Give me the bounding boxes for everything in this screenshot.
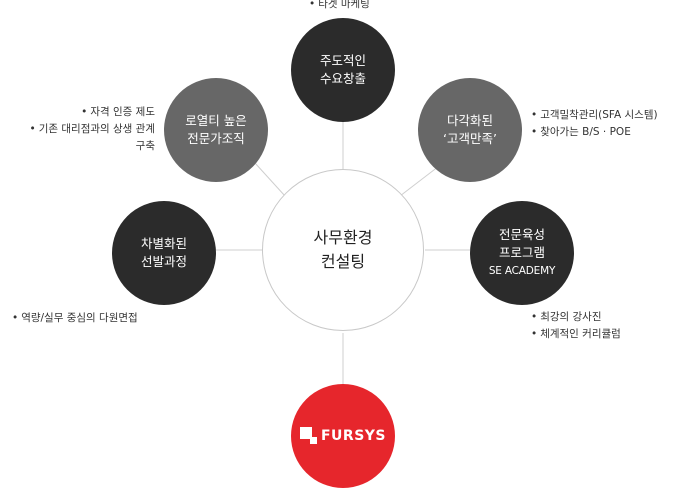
note-item: •체계적인 커리큘럼 xyxy=(531,326,621,343)
note-item: •고객밀착관리(SFA 시스템) xyxy=(531,107,658,124)
node-expert-organization-line-2: 전문가조직 xyxy=(187,131,245,146)
note-text: 타겟 마케팅 xyxy=(318,0,370,10)
bullet-icon: • xyxy=(531,311,538,323)
node-selection-process-line-2: 선발과정 xyxy=(140,254,187,269)
note-item: •찾아가는 B/S · POE xyxy=(531,124,658,141)
note-text: 최강의 강사진 xyxy=(540,311,602,323)
node-demand-creation-line-2: 수요창출 xyxy=(319,71,366,86)
notes-customer-satisfaction: •고객밀착관리(SFA 시스템) •찾아가는 B/S · POE xyxy=(531,107,658,141)
bullet-icon: • xyxy=(81,106,88,118)
node-demand-creation: 주도적인 수요창출 xyxy=(291,18,395,122)
node-training-program: 전문육성 프로그램 SE ACADEMY xyxy=(470,201,574,305)
notes-selection-process: •역량/실무 중심의 다원면접 xyxy=(12,310,138,327)
note-item: •타겟 마케팅 xyxy=(309,0,370,13)
node-training-program-line-2: 프로그램 xyxy=(498,245,545,260)
note-text: 고객밀착관리(SFA 시스템) xyxy=(540,109,658,121)
center-line-2: 컨설팅 xyxy=(320,252,366,271)
note-item-continued: 구축 xyxy=(135,140,155,152)
fursys-logo-text: FURSYS xyxy=(320,428,386,444)
bullet-icon: • xyxy=(12,312,19,324)
note-item: •최강의 강사진 xyxy=(531,309,621,326)
bullet-icon: • xyxy=(531,109,538,121)
fursys-logo: FURSYS xyxy=(299,427,386,445)
node-selection-process: 차별화된 선발과정 xyxy=(112,201,216,305)
node-expert-organization-line-1: 로열티 높은 xyxy=(185,113,247,128)
note-item: •역량/실무 중심의 다원면접 xyxy=(12,310,138,327)
note-item: •자격 인증 제도 xyxy=(30,104,155,121)
note-item: •기존 대리점과의 상생 관계 xyxy=(30,121,155,138)
center-line-1: 사무환경 xyxy=(313,228,373,247)
node-training-program-line-1: 전문육성 xyxy=(498,227,545,242)
note-text: 찾아가는 B/S · POE xyxy=(540,126,631,138)
node-customer-satisfaction-line-1: 다각화된 xyxy=(446,113,493,128)
node-training-program-line-3: SE ACADEMY xyxy=(488,265,556,277)
node-customer-satisfaction-line-2: ‘고객만족’ xyxy=(443,131,497,146)
note-text: 기존 대리점과의 상생 관계 xyxy=(38,123,155,135)
brand-node-fursys: FURSYS xyxy=(291,384,395,488)
consulting-diagram: 사무환경 컨설팅 주도적인 수요창출 •타겟 마케팅 다각화된 ‘고객만족’ •… xyxy=(12,0,658,488)
bullet-icon: • xyxy=(531,126,538,138)
note-text: 역량/실무 중심의 다원면접 xyxy=(21,312,138,324)
bullet-icon: • xyxy=(309,0,316,10)
node-demand-creation-line-1: 주도적인 xyxy=(319,53,366,68)
fursys-logo-icon xyxy=(299,427,318,445)
center-node-office-consulting: 사무환경 컨설팅 xyxy=(262,169,424,331)
node-customer-satisfaction: 다각화된 ‘고객만족’ xyxy=(418,78,522,182)
note-text: 체계적인 커리큘럼 xyxy=(540,328,621,340)
node-expert-organization: 로열티 높은 전문가조직 xyxy=(164,78,268,182)
connector-top-left xyxy=(254,162,286,197)
notes-demand-creation: •타겟 마케팅 xyxy=(309,0,370,13)
note-text: 자격 인증 제도 xyxy=(90,106,155,118)
notes-training-program: •최강의 강사진 •체계적인 커리큘럼 xyxy=(531,309,621,343)
bullet-icon: • xyxy=(531,328,538,340)
notes-expert-organization: •자격 인증 제도 •기존 대리점과의 상생 관계 구축 xyxy=(30,104,155,155)
bullet-icon: • xyxy=(29,123,36,135)
node-selection-process-line-1: 차별화된 xyxy=(140,236,187,251)
